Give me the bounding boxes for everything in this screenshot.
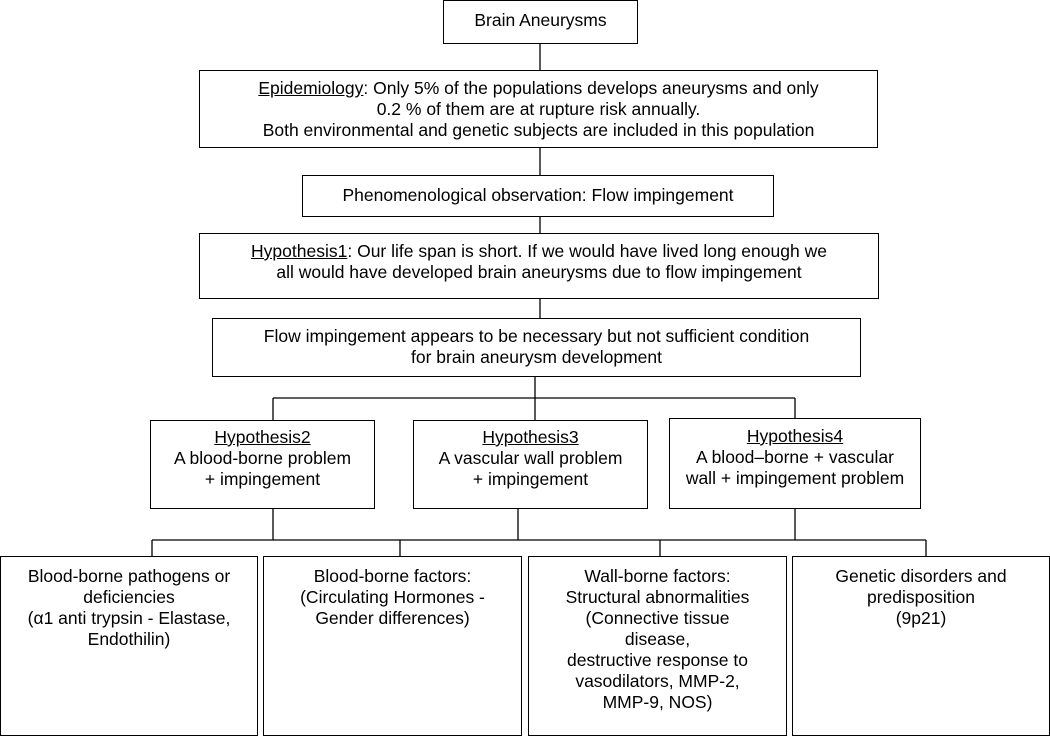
bb-factors-line2: (Circulating Hormones - bbox=[300, 587, 485, 607]
hypothesis1-line2: all would have developed brain aneurysms… bbox=[276, 262, 802, 282]
epidemiology-heading: Epidemiology bbox=[258, 78, 364, 98]
genetic-box: Genetic disorders and predisposition (9p… bbox=[792, 556, 1050, 736]
pathogens-box: Blood-borne pathogens or deficiencies (α… bbox=[0, 556, 258, 736]
wall-factors-line1: Wall-borne factors: bbox=[584, 566, 731, 586]
hypothesis2-line2: + impingement bbox=[204, 469, 321, 489]
genetic-line1: Genetic disorders and bbox=[835, 566, 1007, 586]
hypothesis3-line1: A vascular wall problem bbox=[438, 448, 623, 468]
genetic-line2: predisposition bbox=[867, 587, 975, 607]
flow-necessary-box: Flow impingement appears to be necessary… bbox=[212, 318, 861, 377]
hypothesis4-box: Hypothesis4 A blood–borne + vascular wal… bbox=[669, 418, 921, 509]
hypothesis4-heading: Hypothesis4 bbox=[746, 426, 844, 446]
hypothesis4-line2: wall + impingement problem bbox=[685, 468, 905, 488]
title-text: Brain Aneurysms bbox=[474, 10, 607, 30]
wall-factors-line7: MMP-9, NOS) bbox=[602, 692, 713, 712]
pathogens-line2: deficiencies bbox=[83, 587, 175, 607]
phenomenological-box: Phenomenological observation: Flow impin… bbox=[302, 175, 774, 217]
pathogens-line4: Endothilin) bbox=[87, 629, 171, 649]
phenomenological-text: Phenomenological observation: Flow impin… bbox=[342, 185, 734, 205]
flow-necessary-line1: Flow impingement appears to be necessary… bbox=[263, 326, 810, 346]
hypothesis4-line1: A blood–borne + vascular bbox=[696, 447, 894, 467]
wall-factors-line4: disease, bbox=[624, 629, 691, 649]
wall-factors-line3: (Connective tissue bbox=[585, 608, 730, 628]
epidemiology-line1: Epidemiology: Only 5% of the populations… bbox=[200, 78, 877, 99]
genetic-line3: (9p21) bbox=[895, 608, 947, 628]
epidemiology-box: Epidemiology: Only 5% of the populations… bbox=[199, 70, 878, 148]
epidemiology-line1-rest: : Only 5% of the populations develops an… bbox=[363, 78, 819, 98]
pathogens-line1: Blood-borne pathogens or bbox=[27, 566, 231, 586]
hypothesis1-line1-rest: : Our life span is short. If we would ha… bbox=[347, 241, 827, 261]
pathogens-line3: (α1 anti trypsin - Elastase, bbox=[27, 608, 231, 628]
wall-factors-line2: Structural abnormalities bbox=[565, 587, 750, 607]
wall-factors-line5: destructive response to bbox=[567, 650, 748, 670]
bb-factors-line3: Gender differences) bbox=[315, 608, 470, 628]
hypothesis1-line1: Hypothesis1: Our life span is short. If … bbox=[200, 241, 878, 262]
title-box: Brain Aneurysms bbox=[443, 0, 638, 44]
epidemiology-line3: Both environmental and genetic subjects … bbox=[262, 120, 815, 140]
hypothesis2-box: Hypothesis2 A blood-borne problem + impi… bbox=[150, 420, 375, 509]
hypothesis2-line1: A blood-borne problem bbox=[173, 448, 352, 468]
bb-factors-box: Blood-borne factors: (Circulating Hormon… bbox=[263, 556, 522, 736]
hypothesis1-box: Hypothesis1: Our life span is short. If … bbox=[199, 233, 879, 299]
hypothesis3-line2: + impingement bbox=[472, 469, 589, 489]
hypothesis3-heading: Hypothesis3 bbox=[482, 427, 579, 447]
hypothesis1-heading: Hypothesis1 bbox=[251, 241, 348, 261]
wall-factors-box: Wall-borne factors: Structural abnormali… bbox=[528, 556, 787, 736]
hypothesis3-box: Hypothesis3 A vascular wall problem + im… bbox=[413, 420, 648, 509]
bb-factors-line1: Blood-borne factors: bbox=[313, 566, 472, 586]
epidemiology-line2: 0.2 % of them are at rupture risk annual… bbox=[376, 99, 701, 119]
hypothesis2-heading: Hypothesis2 bbox=[214, 427, 311, 447]
flow-necessary-line2: for brain aneurysm development bbox=[411, 347, 662, 367]
wall-factors-line6: vasodilators, MMP-2, bbox=[575, 671, 740, 691]
